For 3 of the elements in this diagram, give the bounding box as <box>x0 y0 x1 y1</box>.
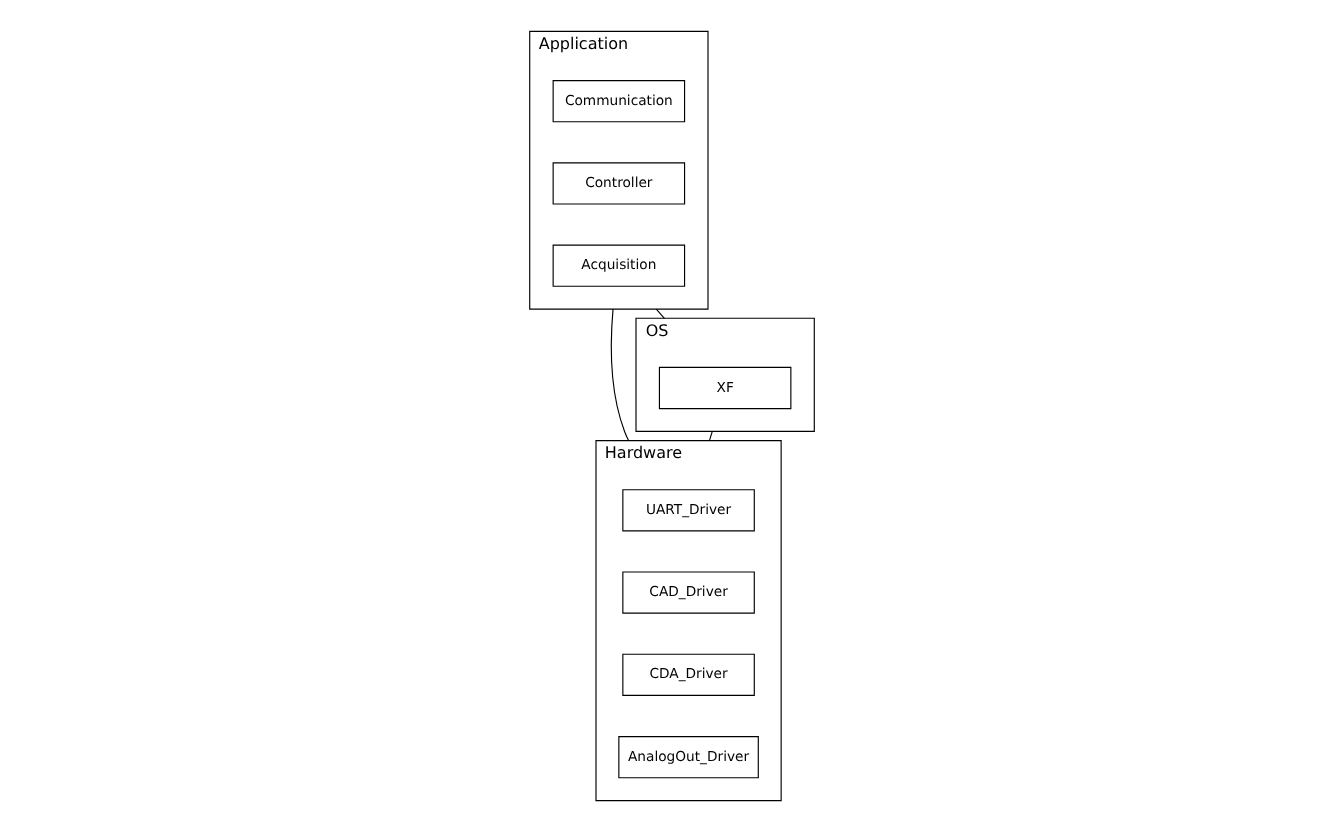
connector <box>708 430 713 442</box>
connector <box>610 308 630 442</box>
connector <box>655 308 665 319</box>
